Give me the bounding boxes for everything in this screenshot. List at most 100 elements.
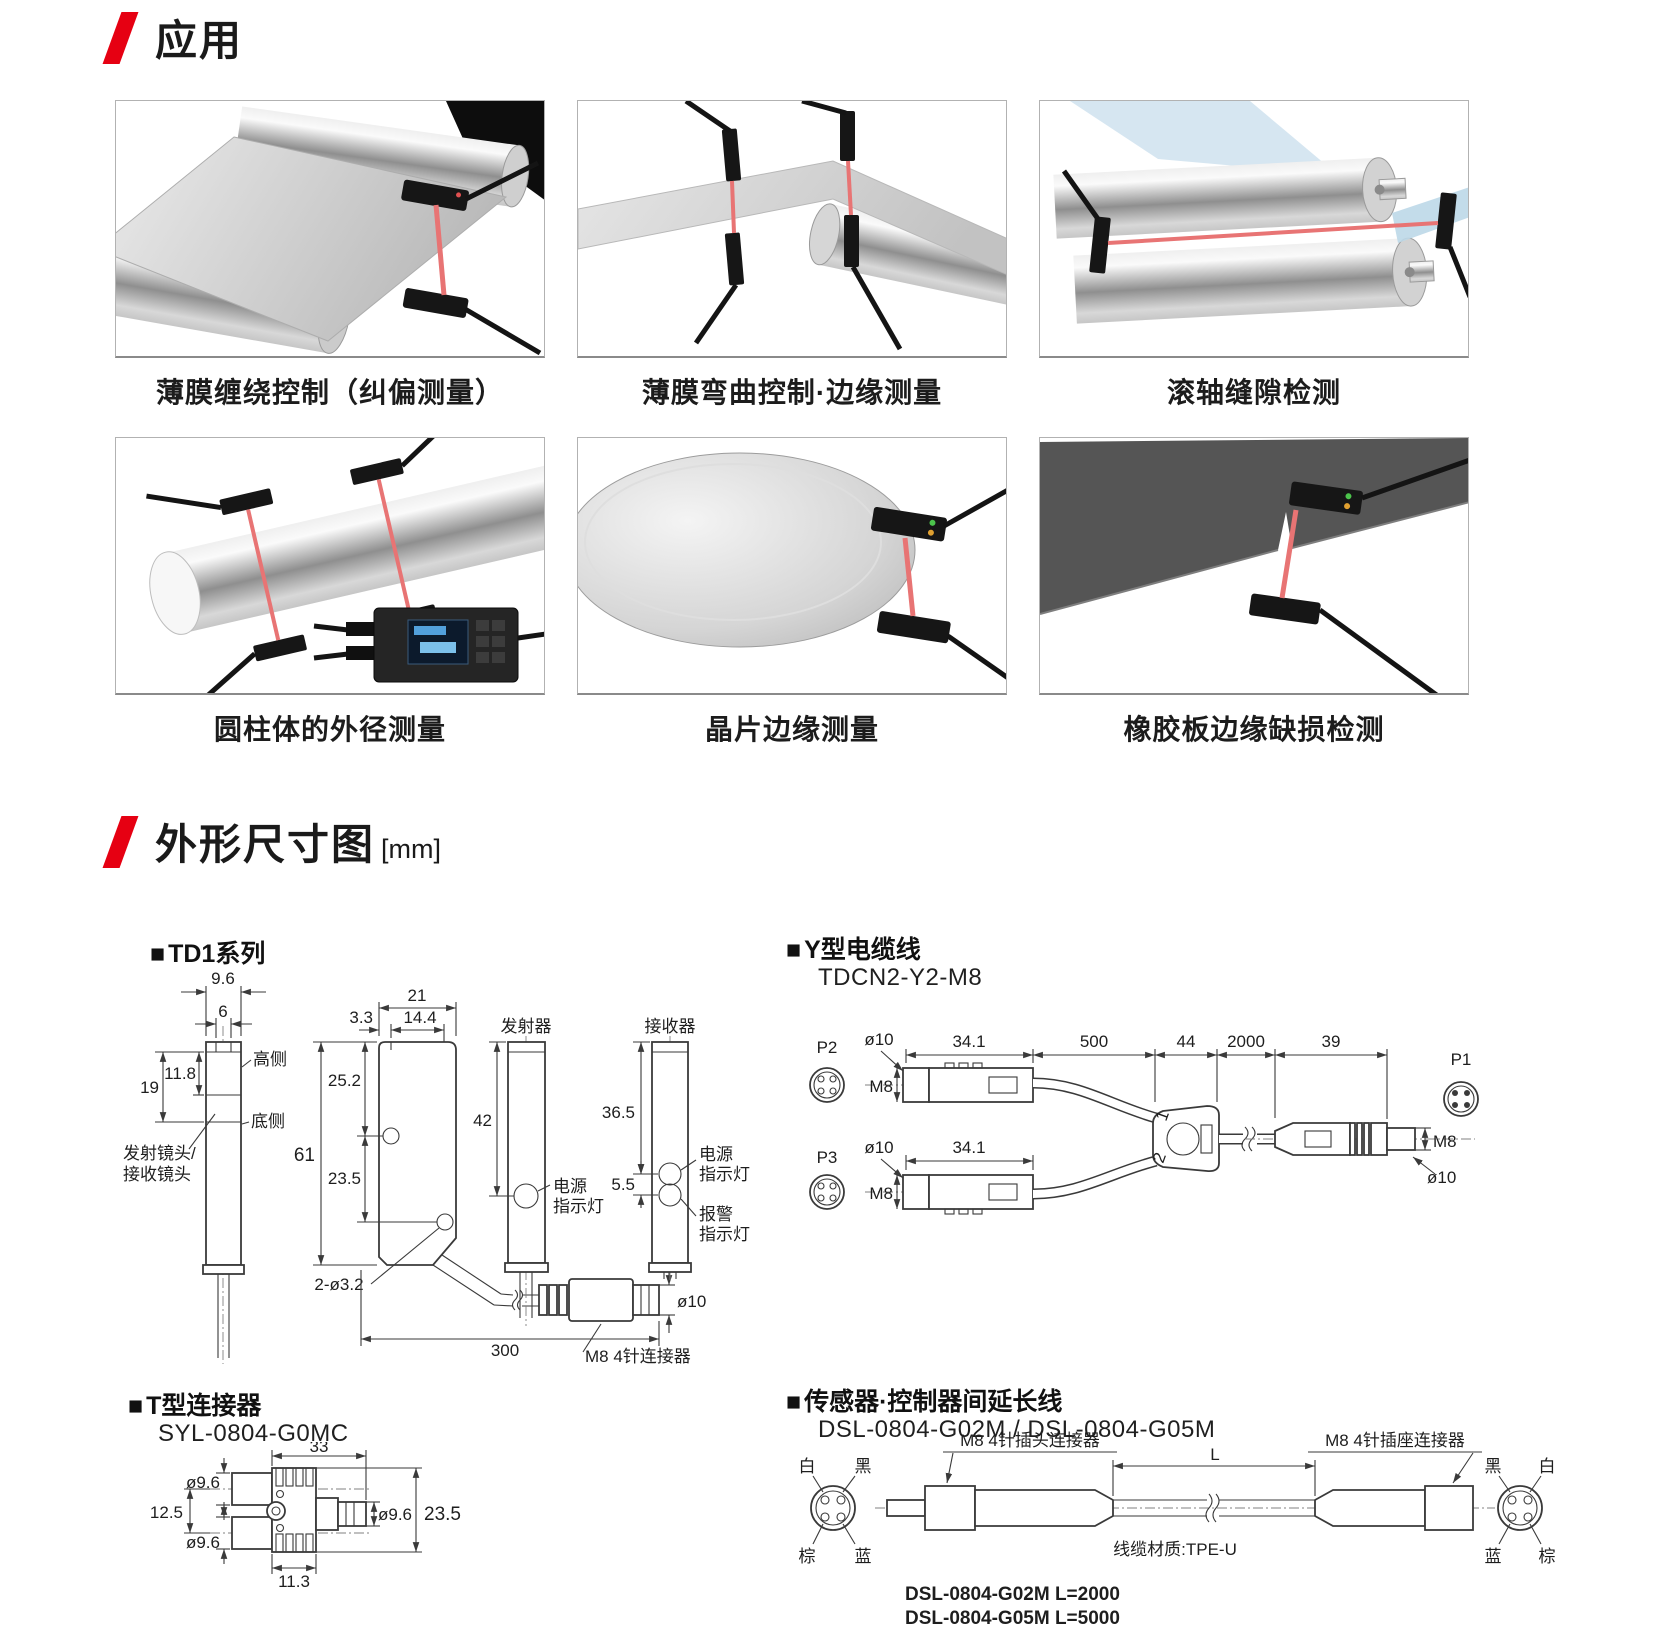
dim-label: 5.5 — [611, 1175, 635, 1194]
socket-pinout: 黑 白 蓝 棕 — [1485, 1457, 1556, 1566]
app-image-wafer-edge — [577, 437, 1007, 695]
rubber-edge-illustration — [1040, 438, 1468, 693]
tconn-model: SYL-0804-G0MC — [158, 1420, 349, 1447]
dim-label: 12.5 — [150, 1503, 183, 1522]
td1-emitter-view: 发射器 42 电源 指示灯 — [473, 1017, 604, 1326]
td1-heading: ■TD1系列 — [150, 940, 266, 968]
td1-side-view: 9.6 6 11.8 19 高侧 底侧 发射镜头/ 接收镜头 — [123, 969, 287, 1364]
dimensions-unit: [mm] — [381, 834, 442, 864]
app-cell-rubber-edge: 橡胶板边缘缺损检测 — [1039, 437, 1469, 748]
app-cell-cylinder-od: 圆柱体的外径测量 — [115, 437, 545, 748]
pin-color-label: 蓝 — [1485, 1547, 1502, 1566]
dim-label: ø9.6 — [378, 1505, 412, 1524]
dim-label: 34.1 — [952, 1138, 985, 1157]
app-image-roller-gap — [1039, 100, 1469, 358]
dim-label: L — [1210, 1445, 1219, 1464]
td1-receiver-view: 接收器 36.5 5.5 电源 指示灯 报警 指示灯 — [602, 1017, 750, 1280]
dim-label: M8 — [869, 1184, 893, 1203]
dim-label: 23.5 — [424, 1504, 461, 1525]
power-led-label: 指示灯 — [699, 1165, 750, 1184]
dim-label: 11.3 — [278, 1572, 310, 1591]
dim-label: ø10 — [1427, 1168, 1456, 1187]
emitter-title: 发射器 — [501, 1017, 552, 1036]
plug-connector-label: M8 4针插头连接器 — [960, 1431, 1100, 1450]
app-caption: 圆柱体的外径测量 — [213, 714, 446, 745]
p2-label: P2 — [817, 1038, 838, 1057]
app-cell-roller-gap: 滚轴缝隙检测 — [1039, 100, 1469, 411]
film-bend-illustration — [578, 101, 1006, 356]
y-junction: 1 2 — [1149, 1105, 1220, 1172]
app-cell-wafer-edge: 晶片边缘测量 — [577, 437, 1007, 748]
pin-color-label: 黑 — [855, 1457, 872, 1476]
dim-label: 2000 — [1227, 1032, 1265, 1051]
dim-label: 19 — [140, 1078, 159, 1097]
ycable-heading: ■Y型电缆线 — [786, 936, 921, 964]
pin-color-label: 白 — [1539, 1457, 1556, 1476]
pin-color-label: 黑 — [1485, 1457, 1502, 1476]
dim-label: 61 — [294, 1145, 315, 1166]
pin-color-label: 棕 — [799, 1547, 816, 1566]
lens-label: 发射镜头/ — [123, 1144, 196, 1163]
app-caption: 橡胶板边缘缺损检测 — [1123, 714, 1385, 745]
app-caption: 薄膜弯曲控制·边缘测量 — [641, 377, 943, 408]
dim-label: ø9.6 — [186, 1533, 220, 1552]
applications-header: 应用 — [102, 12, 244, 64]
red-slash-icon — [102, 12, 139, 64]
td1-front-view: 21 3.3 14.4 61 25.2 23.5 2-ø3.2 — [294, 986, 706, 1366]
dim-label: 9.6 — [211, 969, 235, 988]
tconn-dimension-drawing: 33 ø9.6 12.5 ø9.6 11.3 ø9.6 23.5 — [150, 1442, 461, 1591]
dim-label: 23.5 — [328, 1169, 361, 1188]
ext-model-length: DSL-0804-G02M L=2000 — [905, 1584, 1120, 1605]
app-caption: 滚轴缝隙检测 — [1166, 377, 1341, 408]
pin-color-label: 蓝 — [855, 1547, 872, 1566]
dimensions-header: 外形尺寸图 [mm] — [102, 816, 442, 868]
ext-cable-dimension-drawing: 白 黑 棕 蓝 M8 4针插头连接器 M8 4针插座连接器 — [799, 1431, 1556, 1629]
dim-label: 500 — [1080, 1032, 1108, 1051]
dim-label: 300 — [491, 1341, 519, 1360]
dim-label: ø10 — [864, 1138, 893, 1157]
power-led-label: 电源 — [699, 1145, 733, 1164]
dim-label: M8 — [1433, 1132, 1457, 1151]
dim-label: M8 — [869, 1077, 893, 1096]
tconn-heading: ■T型连接器 — [128, 1392, 262, 1420]
dim-label: 44 — [1177, 1032, 1196, 1051]
connector-label: M8 4针连接器 — [585, 1347, 691, 1366]
ext-model: DSL-0804-G02M / DSL-0804-G05M — [818, 1416, 1216, 1443]
power-led-label: 指示灯 — [553, 1197, 604, 1216]
section-title-applications: 应用 — [155, 16, 244, 64]
receiver-title: 接收器 — [645, 1017, 696, 1036]
socket-connector-label: M8 4针插座连接器 — [1325, 1431, 1465, 1450]
dim-label: 14.4 — [403, 1008, 436, 1027]
td1-dimension-drawing: 9.6 6 11.8 19 高侧 底侧 发射镜头/ 接收镜头 — [123, 969, 750, 1366]
app-cell-film-bend: 薄膜弯曲控制·边缘测量 — [577, 100, 1007, 411]
dim-label: 11.8 — [164, 1064, 196, 1083]
dim-label: ø9.6 — [186, 1473, 220, 1492]
cylinder-od-illustration — [116, 438, 544, 693]
dim-label: 39 — [1322, 1032, 1341, 1051]
dim-label: ø10 — [864, 1030, 893, 1049]
dim-label: 25.2 — [328, 1071, 361, 1090]
dim-label: 33 — [310, 1442, 329, 1456]
ext-heading: ■传感器·控制器间延长线 — [786, 1388, 1063, 1416]
dim-label: 34.1 — [952, 1032, 985, 1051]
p1-label: P1 — [1451, 1050, 1472, 1069]
app-caption: 晶片边缘测量 — [704, 714, 879, 745]
app-image-cylinder-od — [115, 437, 545, 695]
amplifier-unit — [313, 607, 544, 683]
app-image-rubber-edge — [1039, 437, 1469, 695]
lens-label: 接收镜头 — [123, 1165, 191, 1184]
alarm-led-label: 指示灯 — [699, 1225, 750, 1244]
red-slash-icon — [102, 816, 139, 868]
app-cell-film-winding: 薄膜缠绕控制（纠偏测量） — [115, 100, 545, 411]
dim-label: 42 — [473, 1111, 492, 1130]
plug-pinout: 白 黑 棕 蓝 — [799, 1457, 872, 1566]
p3-label: P3 — [817, 1148, 838, 1167]
section-title-dimensions: 外形尺寸图 — [155, 820, 376, 868]
app-caption: 薄膜缠绕控制（纠偏测量） — [155, 377, 504, 408]
cable-material-label: 线缆材质:TPE-U — [1113, 1540, 1237, 1559]
app-image-film-bend — [577, 100, 1007, 358]
dim-label: 6 — [218, 1002, 227, 1021]
pin-color-label: 白 — [799, 1457, 816, 1476]
high-side-label: 高侧 — [253, 1050, 287, 1069]
